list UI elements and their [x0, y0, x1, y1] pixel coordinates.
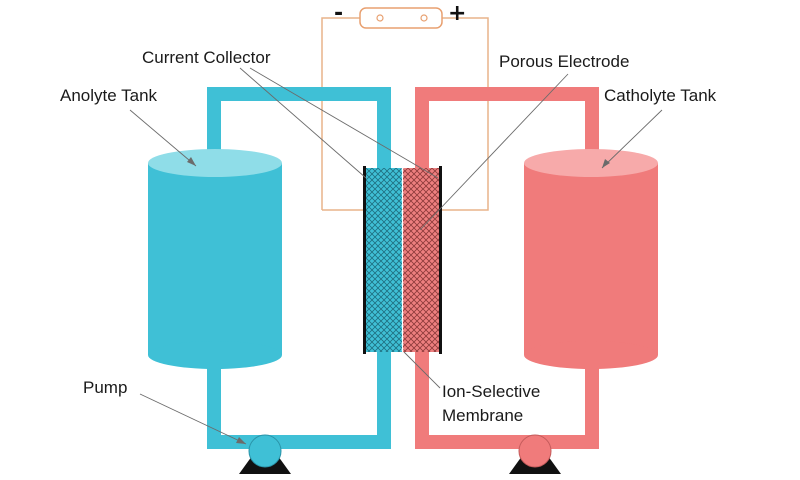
minus-terminal-label: - [334, 1, 343, 26]
label-pump: Pump [83, 378, 127, 397]
load-resistor [359, 7, 443, 29]
resistor-terminal-left [376, 14, 384, 22]
leader-arrowhead-anolyte [187, 157, 196, 166]
leader-arrowhead-pump [236, 437, 246, 444]
anolyte-tank-bottom [148, 341, 282, 369]
leader-porous-electrode [419, 73, 569, 231]
catholyte-pump-housing [518, 434, 552, 468]
current-collector-left [363, 166, 366, 354]
catholyte-pipe-top [415, 87, 599, 168]
leader-anolyte-tank [129, 109, 197, 167]
catholyte-pump [509, 434, 561, 474]
anolyte-tank-top [148, 149, 282, 177]
leader-current-collector-right [249, 67, 439, 179]
electrochemical-cell [363, 166, 442, 354]
cathode-porous-electrode [403, 168, 439, 352]
catholyte-tank-top [524, 149, 658, 177]
leader-membrane [403, 351, 441, 389]
catholyte-tank-body [524, 163, 658, 355]
current-collector-right [439, 166, 442, 354]
anode-porous-electrode [366, 168, 402, 352]
anolyte-tank-body [148, 163, 282, 355]
plus-terminal-label: + [448, 1, 466, 26]
label-current-collector: Current Collector [142, 48, 271, 67]
label-porous-electrode: Porous Electrode [499, 52, 629, 71]
resistor-terminal-right [420, 14, 428, 22]
catholyte-tank-bottom [524, 341, 658, 369]
anolyte-pump-housing [248, 434, 282, 468]
catholyte-tank [524, 149, 658, 369]
label-catholyte-tank: Catholyte Tank [604, 86, 717, 105]
label-membrane-line2: Membrane [442, 406, 523, 425]
external-circuit: - + [321, 1, 489, 211]
anolyte-pipe-bottom [207, 348, 391, 449]
label-anolyte-tank: Anolyte Tank [60, 86, 158, 105]
leader-lines [129, 67, 663, 445]
leader-pump [139, 393, 247, 445]
label-membrane-line1: Ion-Selective [442, 382, 540, 401]
leader-arrowhead-catholyte [602, 159, 610, 168]
anolyte-pipe-top [207, 87, 391, 168]
anolyte-tank [148, 149, 282, 369]
leader-catholyte-tank [601, 109, 663, 169]
leader-current-collector-left [239, 67, 367, 179]
anolyte-pump [239, 434, 291, 474]
catholyte-pipe-bottom [415, 348, 599, 449]
